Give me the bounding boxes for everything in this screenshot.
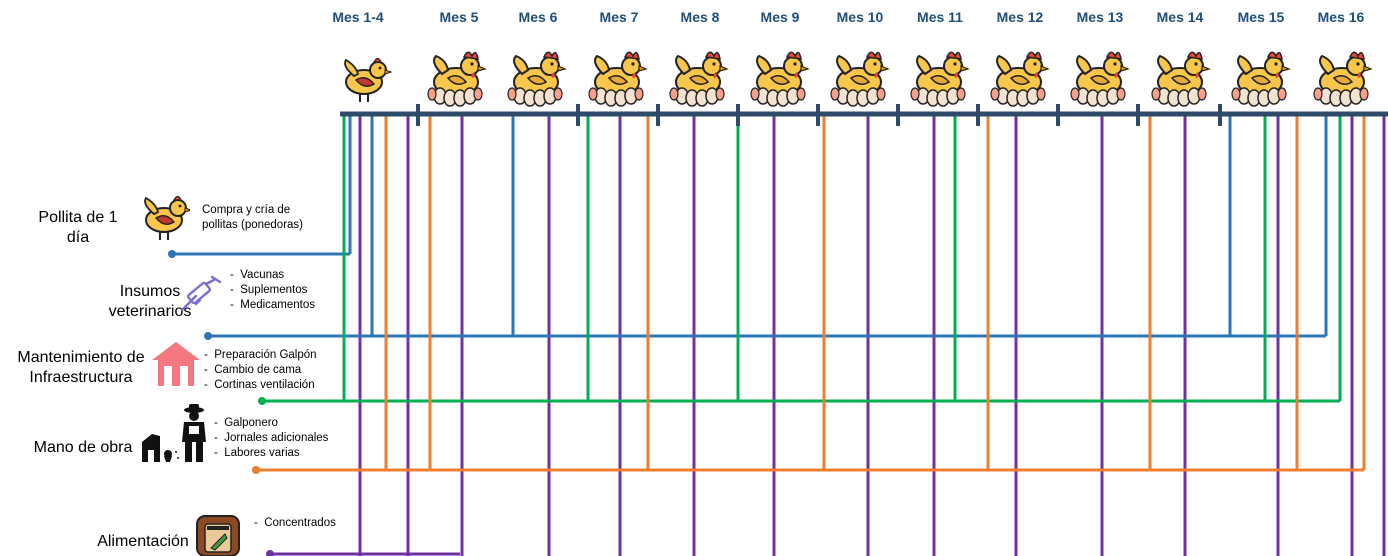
category-label-alimentacion: Alimentación bbox=[88, 532, 198, 552]
list-item: Cortinas ventilación bbox=[204, 378, 317, 393]
laying-hen-icon bbox=[1314, 52, 1371, 106]
chick-icon bbox=[345, 59, 391, 103]
items-alimentacion: Concentrados bbox=[254, 516, 336, 531]
month-label: Mes 14 bbox=[1140, 9, 1220, 25]
laying-hen-icon bbox=[428, 52, 485, 106]
month-label: Mes 10 bbox=[820, 9, 900, 25]
category-label-pollita: Pollita de 1 día bbox=[28, 208, 128, 248]
category-label-mano: Mano de obra bbox=[28, 438, 138, 458]
month-label: Mes 16 bbox=[1301, 9, 1381, 25]
pollita-connector-dot bbox=[168, 250, 176, 258]
feed-sack-icon bbox=[195, 514, 241, 556]
month-label: Mes 1-4 bbox=[318, 9, 398, 25]
laying-hen-icon bbox=[911, 52, 968, 106]
list-item: Compra y cría de bbox=[202, 203, 303, 218]
farmer-icon bbox=[142, 402, 214, 464]
barn-icon bbox=[150, 338, 202, 390]
chick-icon bbox=[138, 188, 190, 244]
list-item: Suplementos bbox=[230, 283, 315, 298]
mano-connector-dot bbox=[252, 466, 260, 474]
insumos-connector-dot bbox=[204, 332, 212, 340]
laying-hen-icon bbox=[589, 52, 646, 106]
laying-hen-icon bbox=[670, 52, 727, 106]
items-mano: Galponero Jornales adicionales Labores v… bbox=[214, 416, 328, 461]
items-pollita: Compra y cría de pollitas (ponedoras) bbox=[202, 203, 303, 233]
mantenimiento-connector-dot bbox=[258, 397, 266, 405]
month-label: Mes 5 bbox=[419, 9, 499, 25]
list-item: pollitas (ponedoras) bbox=[202, 218, 303, 233]
laying-hen-icon bbox=[1232, 52, 1289, 106]
month-label: Mes 7 bbox=[579, 9, 659, 25]
laying-hen-icon bbox=[1071, 52, 1128, 106]
items-insumos: Vacunas Suplementos Medicamentos bbox=[230, 268, 315, 313]
items-mantenimiento: Preparación Galpón Cambio de cama Cortin… bbox=[204, 348, 317, 393]
list-item: Concentrados bbox=[254, 516, 336, 531]
list-item: Vacunas bbox=[230, 268, 315, 283]
list-item: Medicamentos bbox=[230, 298, 315, 313]
laying-hen-icon bbox=[1152, 52, 1209, 106]
laying-hen-icon bbox=[831, 52, 888, 106]
month-label: Mes 12 bbox=[980, 9, 1060, 25]
laying-hen-icon bbox=[991, 52, 1048, 106]
month-label: Mes 8 bbox=[660, 9, 740, 25]
list-item: Cambio de cama bbox=[204, 363, 317, 378]
laying-hen-icon bbox=[508, 52, 565, 106]
month-label: Mes 11 bbox=[900, 9, 980, 25]
month-label: Mes 13 bbox=[1060, 9, 1140, 25]
syringe-icon bbox=[176, 276, 224, 316]
month-label: Mes 9 bbox=[740, 9, 820, 25]
category-label-mantenimiento: Mantenimiento de Infraestructura bbox=[6, 348, 156, 388]
list-item: Preparación Galpón bbox=[204, 348, 317, 363]
month-label: Mes 6 bbox=[498, 9, 578, 25]
list-item: Jornales adicionales bbox=[214, 431, 328, 446]
month-label: Mes 15 bbox=[1221, 9, 1301, 25]
alimentacion-connector-dot bbox=[266, 550, 274, 556]
laying-hen-icon bbox=[751, 52, 808, 106]
list-item: Labores varias bbox=[214, 446, 328, 461]
list-item: Galponero bbox=[214, 416, 328, 431]
